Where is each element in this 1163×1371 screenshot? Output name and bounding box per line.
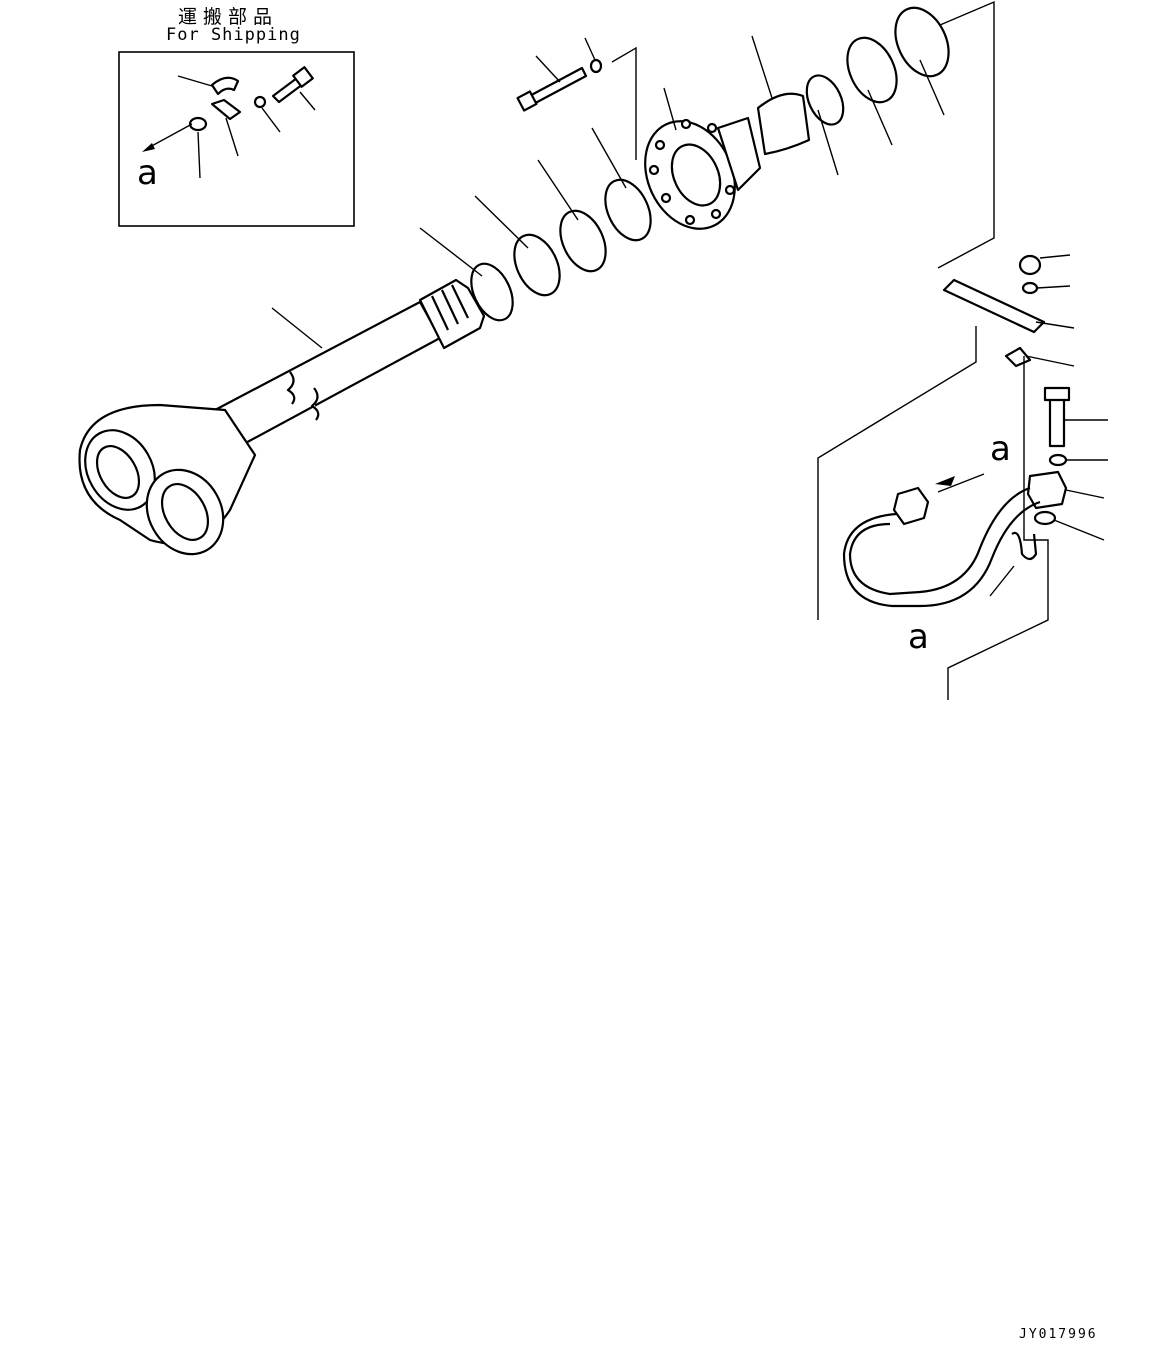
shipping-title-en: For Shipping <box>166 25 301 45</box>
head-bolt-icon <box>516 37 603 112</box>
shipping-washer-icon <box>253 95 267 109</box>
upper-callout-label: a <box>990 429 1011 469</box>
tube-callout-label: a <box>908 617 929 657</box>
shipping-bolt-icon <box>271 66 314 104</box>
cylinder-rod-icon <box>78 278 486 556</box>
upper-piping <box>817 254 1108 700</box>
shipping-callout-label: a <box>137 153 158 193</box>
head-rings <box>751 0 995 269</box>
shipping-leader-lines <box>142 75 316 179</box>
shipping-title-jp: 運搬部品 <box>178 6 279 28</box>
shipping-parts-box <box>118 51 355 227</box>
cylinder-head-icon <box>516 37 762 230</box>
rod-seal-rings <box>419 127 652 322</box>
drawing-code: JY017996 <box>1019 1327 1098 1342</box>
shipping-clamp-icon <box>210 76 242 121</box>
shipping-oring-icon <box>188 116 208 132</box>
